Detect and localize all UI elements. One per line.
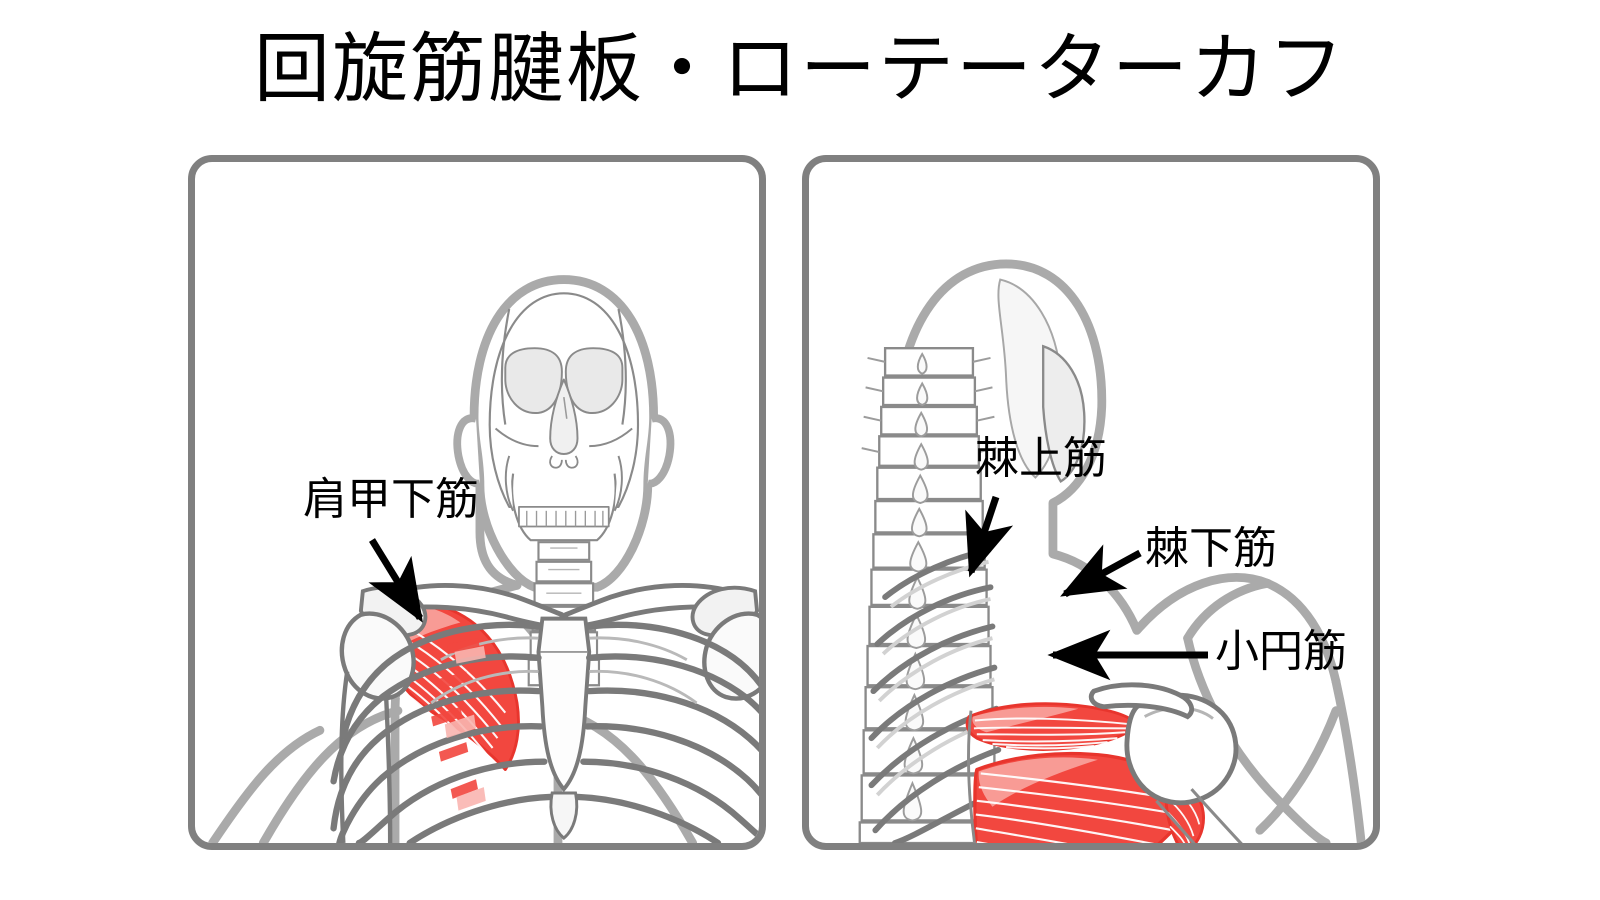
anterior-anatomy-illustration [208,275,759,843]
muscle-fragments-through-ribs [431,638,480,799]
label-teres-minor: 小円筋 [1215,627,1347,676]
skull [488,292,640,542]
transverse-processes [861,357,997,453]
ear-outlines [453,414,675,488]
panel-anterior-view [188,155,766,850]
label-subscapularis: 肩甲下筋 [303,475,479,524]
humerus-left [339,611,416,843]
scapula-outline [967,710,977,843]
muscle-striations-supraspinatus [973,717,1134,750]
panel-posterior-view [802,155,1380,850]
humerus-shaft-posterior [1155,788,1243,843]
mandible-posterior [1042,344,1086,484]
muscle-supraspinatus [965,702,1139,751]
xiphoid [549,791,579,840]
page-title: 回旋筋腱板・ローテーターカフ [254,27,1346,112]
rib-cage [330,621,759,843]
muscle-fragments-pale [444,646,486,811]
label-infraspinatus: 棘下筋 [1145,524,1277,573]
sternum [536,616,592,793]
acromion-posterior [1088,682,1195,720]
costal-cartilage [430,636,698,705]
label-supraspinatus: 棘上筋 [975,434,1107,483]
posterior-anatomy-illustration [858,259,1366,843]
body-outline-posterior [1132,573,1366,843]
